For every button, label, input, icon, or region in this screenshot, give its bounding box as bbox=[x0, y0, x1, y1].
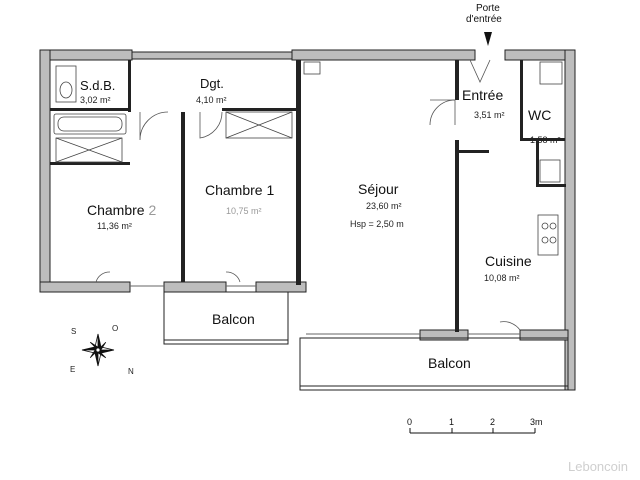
doors bbox=[95, 59, 521, 331]
room-wc-name: WC bbox=[528, 107, 552, 123]
entry-door-label-line1: Porte bbox=[475, 3, 500, 14]
room-sejour-height: Hsp = 2,50 m bbox=[350, 219, 404, 229]
room-chambre1-area: 10,75 m² bbox=[226, 206, 262, 216]
balcony-left-name: Balcon bbox=[212, 311, 255, 327]
room-chambre2-suffix: 2 bbox=[148, 202, 157, 218]
room-dgt-name: Dgt. bbox=[200, 76, 224, 91]
balconies bbox=[163, 291, 569, 391]
watermark-logo: Leboncoin bbox=[568, 459, 628, 474]
room-cuisine-name: Cuisine bbox=[485, 253, 532, 269]
room-sdb-name: S.d.B. bbox=[80, 78, 116, 93]
room-chambre2-area: 11,36 m² bbox=[97, 221, 132, 231]
room-chambre2-name-text: Chambre bbox=[87, 202, 145, 218]
compass-n: N bbox=[128, 367, 134, 376]
room-chambre2-name: Chambre 2 bbox=[87, 203, 156, 217]
room-entree-area: 3,51 m² bbox=[474, 110, 505, 120]
compass-e: E bbox=[70, 365, 76, 374]
room-entree-name: Entrée bbox=[462, 87, 504, 103]
entry-arrow-icon bbox=[484, 32, 492, 46]
entry-door-label-line2: d'entrée bbox=[466, 14, 502, 25]
exterior-walls bbox=[39, 49, 576, 391]
interior-walls bbox=[50, 60, 566, 332]
scale-tick-3: 3m bbox=[530, 417, 543, 427]
room-dgt-area: 4,10 m² bbox=[196, 95, 227, 105]
room-cuisine-area: 10,08 m² bbox=[484, 273, 520, 283]
compass-s: S bbox=[71, 327, 77, 336]
compass-rose-icon bbox=[81, 333, 115, 367]
scale-tick-1: 1 bbox=[449, 417, 455, 427]
room-sdb-area: 3,02 m² bbox=[80, 95, 111, 105]
room-chambre1-name: Chambre 1 bbox=[205, 182, 275, 198]
room-sejour-name: Séjour bbox=[358, 181, 399, 197]
balcony-right-name: Balcon bbox=[428, 355, 471, 371]
room-wc-area: 1,58 m² bbox=[530, 135, 561, 145]
scale-tick-2: 2 bbox=[490, 417, 496, 427]
entry-door-label: Porte d'entrée bbox=[466, 3, 502, 25]
scale-bar bbox=[409, 428, 536, 434]
closets bbox=[55, 111, 293, 163]
scale-tick-0: 0 bbox=[407, 417, 413, 427]
bathtub bbox=[53, 65, 127, 135]
room-sejour-area: 23,60 m² bbox=[366, 201, 402, 211]
compass-o: O bbox=[112, 324, 119, 333]
windows bbox=[130, 285, 520, 335]
fixtures bbox=[303, 61, 563, 256]
